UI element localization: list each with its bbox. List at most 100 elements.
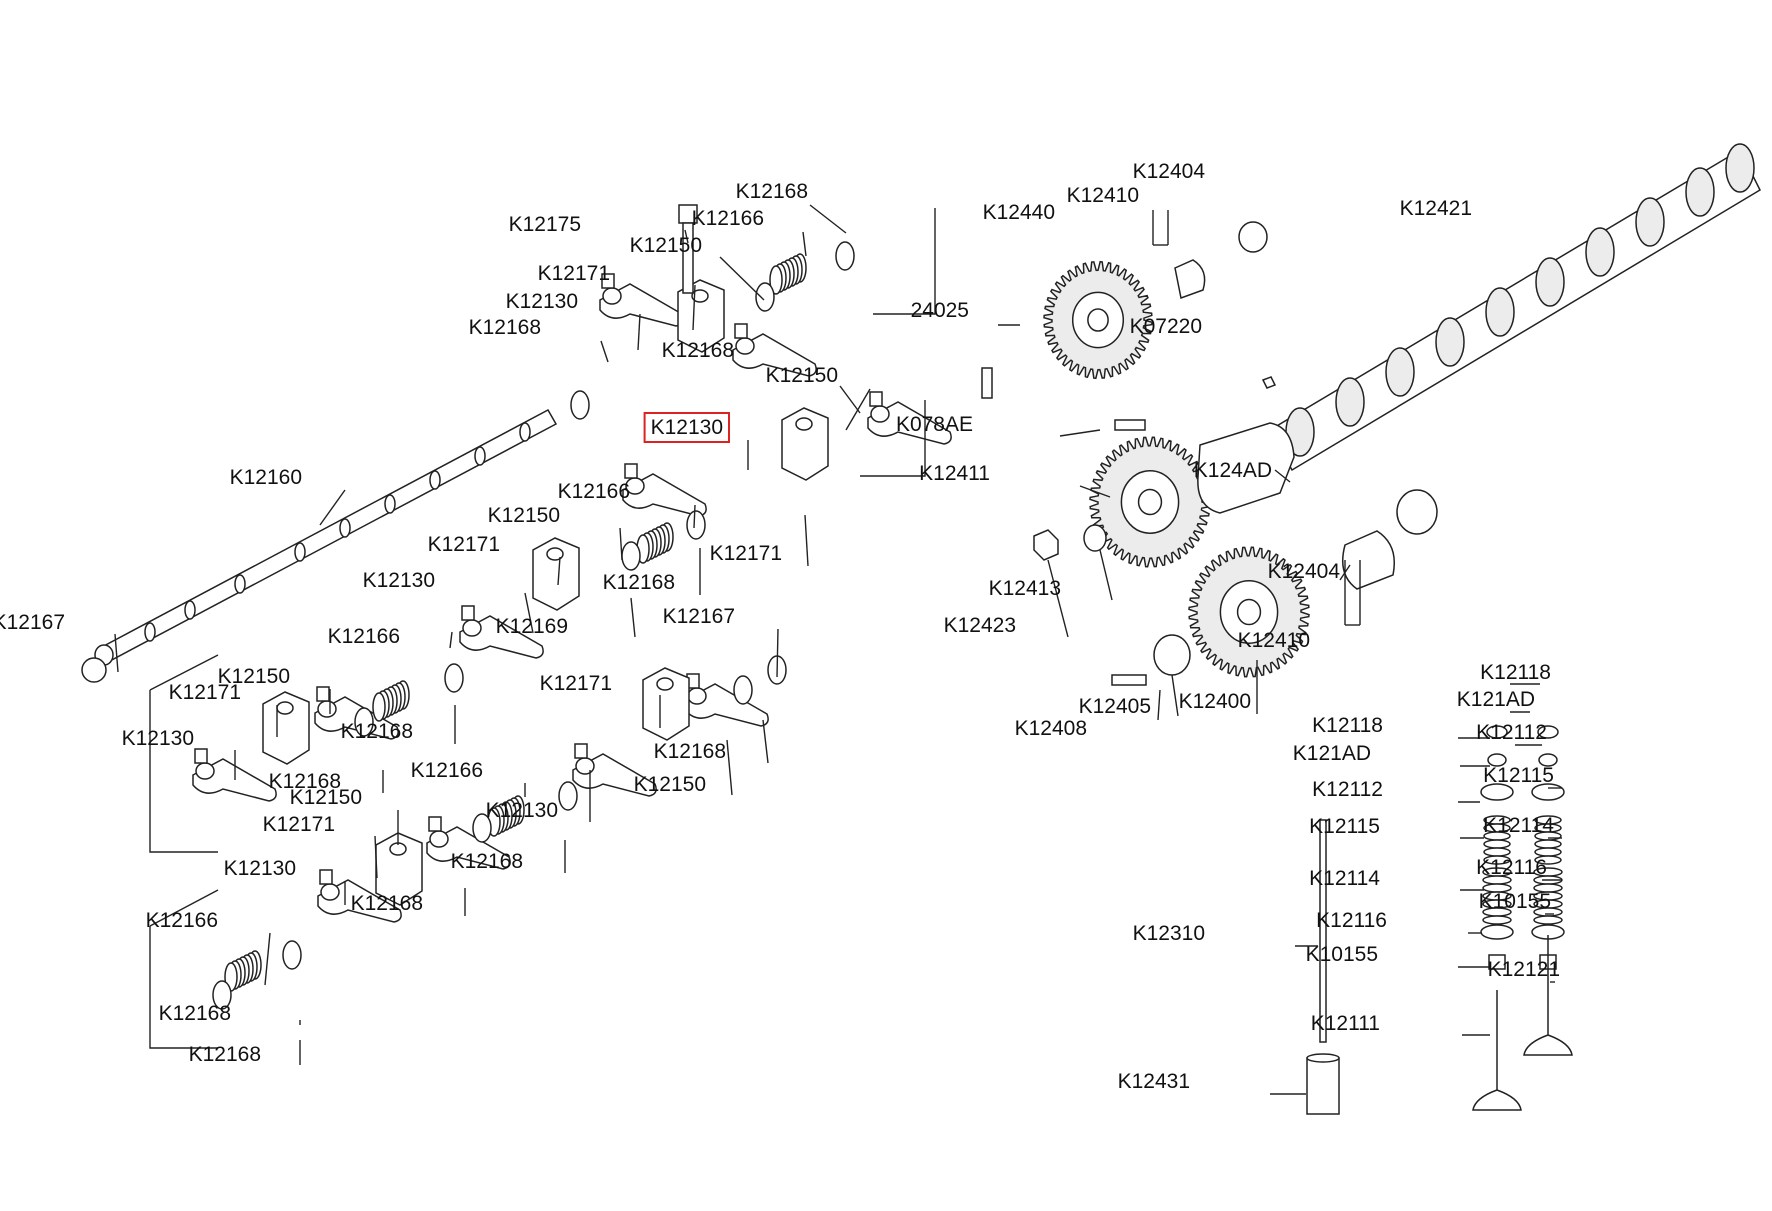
cam-lobe — [1725, 143, 1755, 193]
part-label-k12168: K12168 — [662, 339, 734, 362]
part-label-k12150: K12150 — [290, 786, 362, 809]
part-label-k12411: K12411 — [919, 462, 990, 485]
part-label-24025: 24025 — [911, 299, 969, 322]
highlight-box — [643, 412, 730, 443]
rocker-bracket — [781, 407, 829, 481]
part-label-k12168: K12168 — [469, 316, 541, 339]
adjust-screw — [461, 605, 475, 621]
leader-line — [449, 631, 453, 649]
intake-valve-group-k10155 — [1488, 954, 1506, 970]
bracket-hole — [795, 417, 813, 431]
part-label-k12405: K12405 — [1079, 695, 1151, 718]
rocker-arm-bore — [462, 619, 482, 637]
rocker-arm-bore — [687, 687, 707, 705]
idler-k12410 — [1342, 530, 1395, 590]
rocker-arm-bore — [602, 287, 622, 305]
bracket-hole — [691, 289, 709, 303]
part-label-k12440: K12440 — [983, 201, 1055, 224]
leader-line — [762, 719, 769, 764]
bracket-hole — [656, 677, 674, 691]
exhaust-valve-group-k12115-coil — [1534, 855, 1562, 865]
shaft-hole — [519, 422, 531, 442]
bolt-shank — [682, 222, 694, 294]
gear-k12400-bore — [1236, 598, 1262, 626]
shaft-hole — [184, 600, 196, 620]
leader-line — [684, 229, 689, 244]
exhaust-valve-group-k121ad — [1538, 753, 1558, 767]
rocker-arm-bore — [575, 757, 595, 775]
part-label-k124ad: K124AD — [1194, 459, 1272, 482]
part-label-k121ad: K121AD — [1293, 742, 1371, 765]
group-frame — [149, 926, 218, 1049]
snap-ring — [444, 663, 464, 693]
group-frame — [149, 654, 219, 691]
spring-coil — [769, 265, 783, 295]
rocker-bracket — [532, 537, 580, 611]
part-label-k12166: K12166 — [411, 759, 483, 782]
group-frame — [873, 208, 936, 315]
part-label-k12400: K12400 — [1179, 690, 1251, 713]
part-label-k12168: K12168 — [189, 1043, 261, 1066]
part-label-k12168: K12168 — [654, 740, 726, 763]
intake-valve-group-k12116 — [1480, 924, 1514, 940]
leader-line — [1339, 564, 1351, 581]
leader-line — [619, 527, 623, 561]
leader-line — [1157, 689, 1161, 721]
nut-k12423 — [1033, 529, 1059, 561]
rocker-arm-bore — [735, 337, 755, 355]
part-label-k12112: K12112 — [1476, 721, 1547, 744]
shaft-hole — [294, 542, 306, 562]
part-label-k12160: K12160 — [230, 466, 302, 489]
intake-valve-group-k12118 — [1486, 725, 1508, 739]
part-label-k12171: K12171 — [263, 813, 335, 836]
exhaust-valve-group-k12114-coil — [1533, 915, 1563, 925]
part-label-k12410: K12410 — [1238, 629, 1310, 652]
rocker-bracket — [642, 667, 690, 741]
part-label-k12130: K12130 — [486, 799, 558, 822]
part-label-k12171: K12171 — [169, 681, 241, 704]
shaft-plug-k12167 — [81, 657, 107, 683]
part-label-k10155: K10155 — [1306, 943, 1378, 966]
part-label-k12167: K12167 — [0, 611, 65, 634]
intake-valve-group-k12114-coil — [1482, 915, 1512, 925]
snap-ring — [558, 781, 578, 811]
cam-lobe — [1435, 317, 1465, 367]
group-frame — [149, 690, 218, 853]
exhaust-valve-group-k12115-coil — [1534, 839, 1562, 849]
cam-lobe — [1635, 197, 1665, 247]
leader-line — [1047, 559, 1069, 638]
valve-k12111 — [1472, 990, 1522, 1111]
part-label-k12150: K12150 — [634, 773, 706, 796]
leader-line — [1099, 549, 1113, 601]
plate-k12405 — [1153, 634, 1191, 676]
leader-line — [600, 340, 609, 363]
cam-lobe — [1485, 287, 1515, 337]
rocker-arm-bore — [870, 405, 890, 423]
cam-lobe — [1685, 167, 1715, 217]
part-label-k12130: K12130 — [363, 569, 435, 592]
leader-line — [692, 284, 696, 331]
rocker-bracket — [677, 279, 725, 353]
snap-ring — [621, 541, 641, 571]
leader-line — [557, 556, 561, 586]
part-label-k12114: K12114 — [1309, 867, 1380, 890]
part-label-k12410: K12410 — [1067, 184, 1139, 207]
leader-line — [1171, 674, 1179, 717]
leader-line — [319, 489, 346, 526]
part-label-k12171: K12171 — [710, 542, 782, 565]
part-label-k12116: K12116 — [1476, 856, 1547, 879]
rocker-arm-bore — [195, 762, 215, 780]
adjust-screw — [574, 743, 588, 759]
part-label-k121ad: K121AD — [1457, 688, 1535, 711]
leader-line — [693, 504, 696, 529]
adjust-screw — [316, 686, 330, 702]
intake-valve-group-k12115-coil — [1483, 855, 1511, 865]
leader-line — [726, 739, 733, 796]
diagram-drawing — [81, 143, 1761, 1115]
part-label-k10155: K10155 — [1479, 890, 1551, 913]
part-label-k078ae: K078AE — [896, 413, 973, 436]
leader-line — [802, 231, 807, 257]
leader-line — [809, 204, 847, 234]
part-label-k12421: K12421 — [1400, 197, 1472, 220]
